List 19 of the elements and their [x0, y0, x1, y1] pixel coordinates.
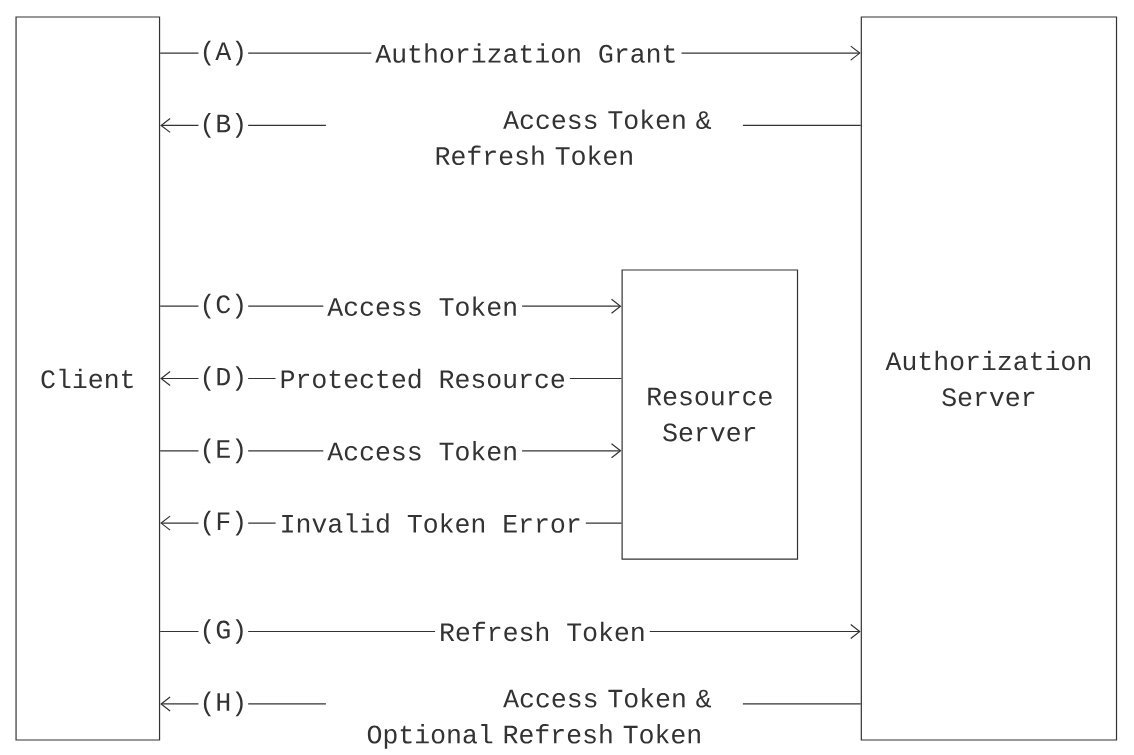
edge-label: Protected Resource	[275, 364, 570, 393]
step-label: (D)	[198, 365, 249, 392]
step-label: (G)	[198, 618, 249, 645]
edge-label: Authorization Grant	[371, 39, 682, 67]
step-label: (F)	[198, 509, 249, 537]
edge-label: Access Token	[323, 437, 523, 465]
edge-label: Access Token	[323, 292, 523, 320]
step-label: (E)	[198, 437, 249, 465]
server-box: Authorization Server	[860, 16, 1118, 741]
step-label: (C)	[198, 292, 249, 320]
step-label: (B)	[198, 112, 249, 139]
step-label: (H)	[198, 690, 249, 718]
edge-label: Access Token & Optional Refresh Token	[325, 686, 743, 751]
server-box: Resource Server	[621, 269, 799, 560]
client-box: Client	[15, 16, 161, 741]
step-label: (A)	[198, 39, 249, 67]
edge-label: Invalid Token Error	[275, 509, 586, 537]
edge-label: Access Token & Refresh Token	[325, 107, 743, 168]
edge-label: Refresh Token	[435, 617, 650, 646]
